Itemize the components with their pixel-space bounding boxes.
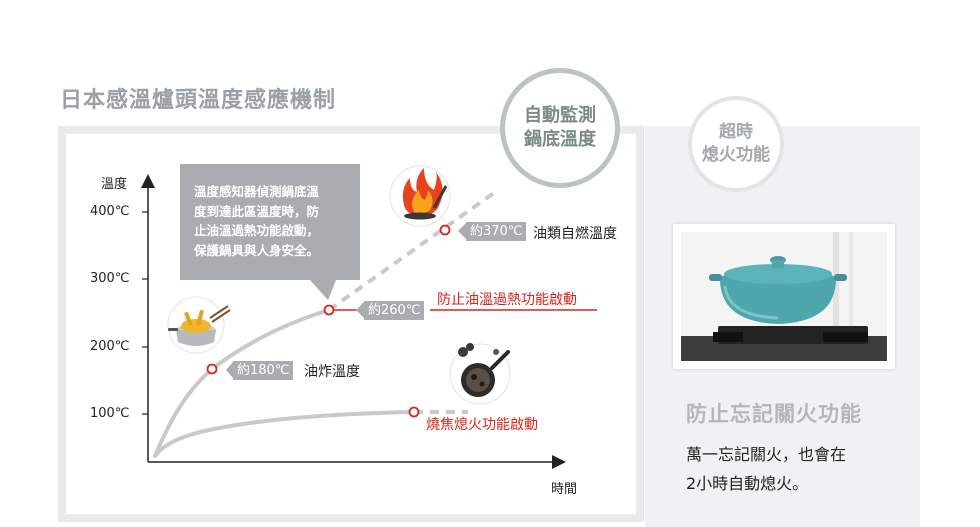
value-label-370: 約370℃ [466,222,527,241]
label-tip-260 [356,302,364,318]
badge-line: 鍋底溫度 [524,129,596,150]
y-axis-arrow [141,174,155,188]
fried-food-pot-icon [167,296,231,354]
desc-burn: 燒焦熄火功能啟動 [426,417,538,433]
fire-icon [389,165,451,227]
badge-line: 熄火功能 [702,145,770,165]
point-370 [439,224,451,236]
callout-pointer [310,280,336,300]
callout-text: 溫度感知器偵測鍋底溫 度到達此區溫度時，防 止油溫過熱功能啟動， 保護鍋具與人身… [194,182,354,260]
pot-photo-frame [673,224,895,369]
auto-monitor-badge: 自動監測 鍋底溫度 [500,68,620,188]
desc-370: 油類自燃溫度 [533,226,617,242]
y-axis-label: 溫度 [101,177,128,192]
body-line: 萬一忘記關火，也會在 [686,445,847,464]
point-260 [323,304,335,316]
burn-curve [153,410,416,458]
heating-curve-dashed [327,188,500,312]
x-axis-arrow [552,455,566,469]
value-label-260: 約260℃ [364,301,425,320]
callout-line: 度到達此區溫度時，防 [194,203,320,219]
burnt-pan-icon [449,343,511,405]
x-axis-label: 時間 [551,482,578,497]
value-label-180: 約180℃ [233,361,294,380]
label-tip-370 [458,223,466,239]
timer-feature-body: 萬一忘記關火，也會在 2小時自動熄火。 [686,440,846,498]
body-line: 2小時自動熄火。 [686,474,809,493]
label-tip-180 [226,362,233,378]
point-180 [206,363,218,375]
point-burn [408,406,420,418]
callout-line: 保護鍋具與人身安全。 [194,242,320,258]
badge-line: 自動監測 [524,104,596,126]
callout-box [180,164,360,280]
page-title: 日本感溫爐頭溫度感應機制 [60,88,337,113]
pot-on-stove-image [681,232,887,361]
timer-shutoff-badge: 超時 熄火功能 [688,96,784,192]
y-tick-label-400: 400℃ [90,204,130,219]
badge-line: 超時 [719,122,753,143]
callout-line: 止油溫過熱功能啟動， [194,223,320,238]
y-tick-label-300: 300℃ [90,271,130,286]
y-tick-label-100: 100℃ [90,406,130,421]
timer-feature-heading: 防止忘記關火功能 [686,402,862,426]
desc-260: 防止油溫過熱功能啟動 [437,292,577,308]
desc-180: 油炸溫度 [304,364,360,380]
y-tick-label-200: 200℃ [90,339,130,354]
callout-line: 溫度感知器偵測鍋底溫 [194,184,320,199]
